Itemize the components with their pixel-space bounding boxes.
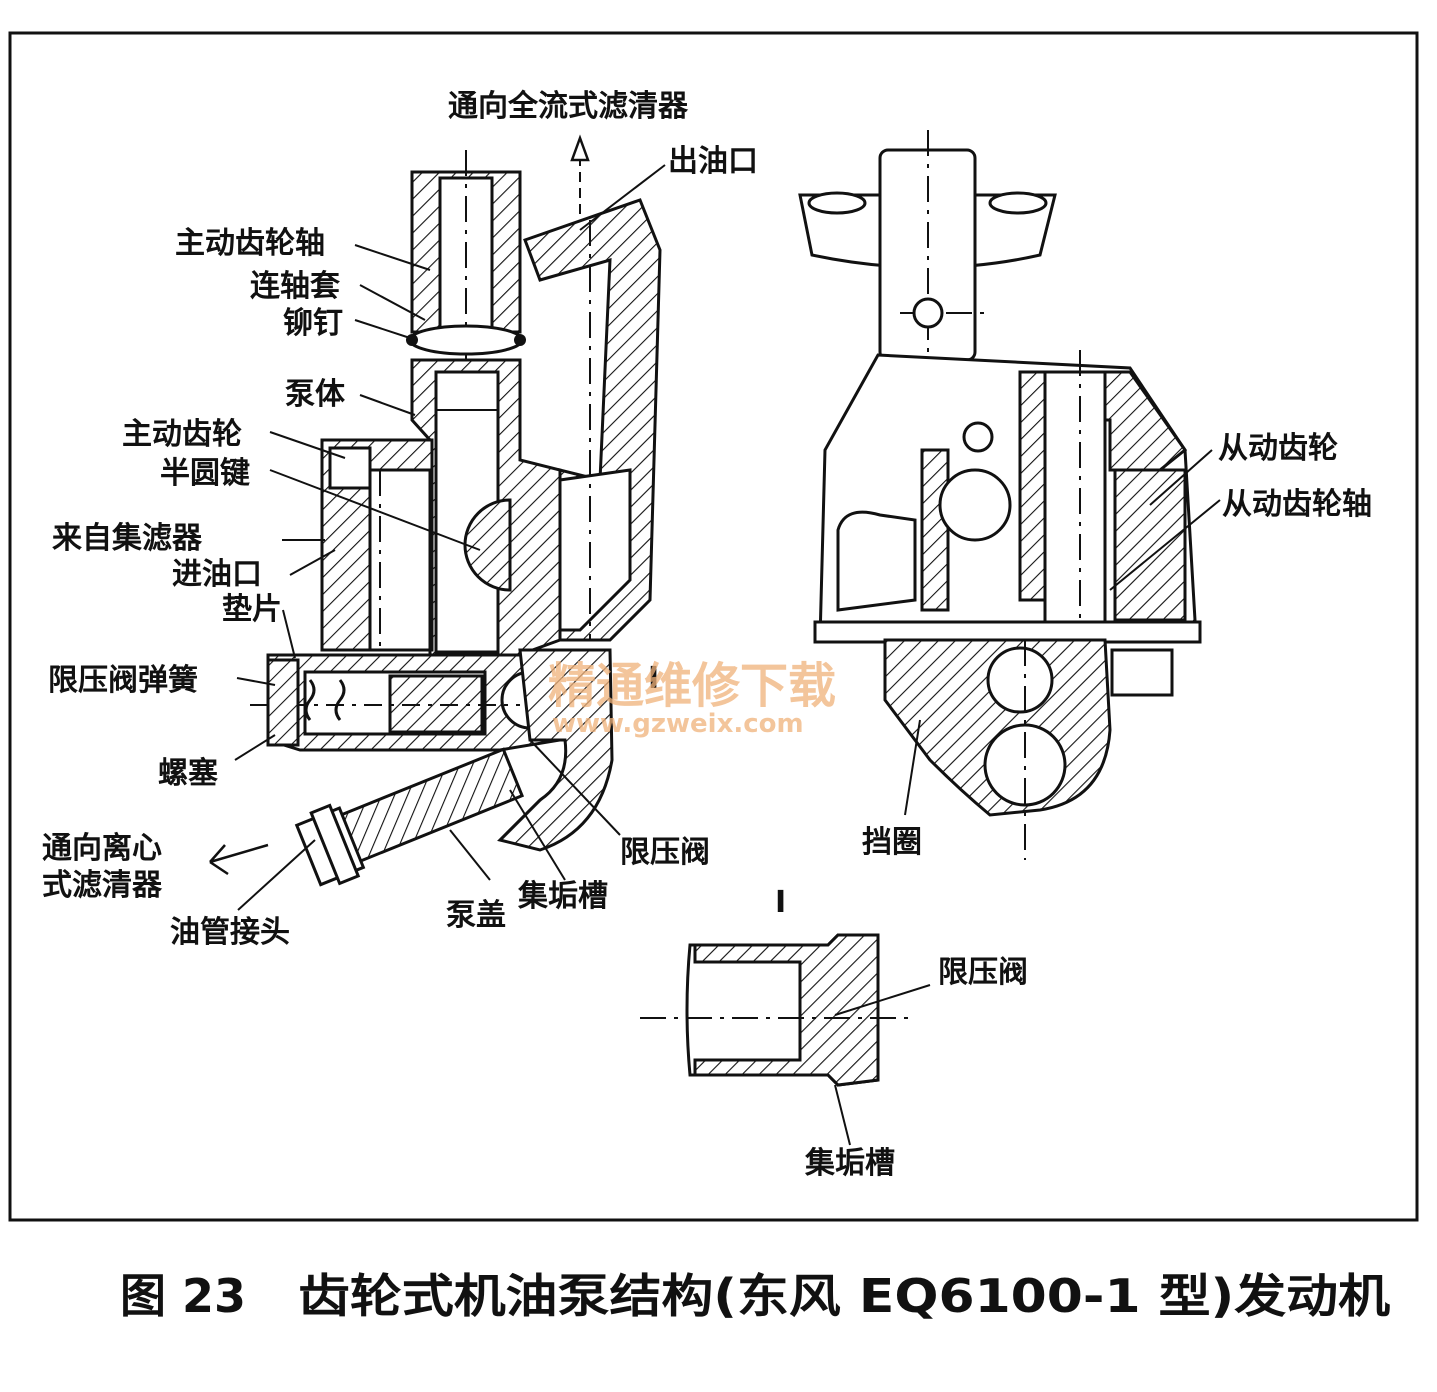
label-section-mark: I <box>648 661 659 696</box>
watermark-title: 精通维修下载 <box>548 658 836 714</box>
label-relief-spring: 限压阀弹簧 <box>48 663 198 698</box>
right-section-view <box>798 130 1202 860</box>
caption-number: 图 23 <box>120 1269 246 1323</box>
label-drive-gear-shaft: 主动齿轮轴 <box>175 226 325 261</box>
watermark: 精通维修下载 www.gzweix.com <box>548 658 836 739</box>
label-relief-valve: 限压阀 <box>620 835 710 870</box>
label-pump-body: 泵体 <box>285 377 346 412</box>
label-detail-mark: I <box>775 885 786 920</box>
label-outlet: 出油口 <box>668 144 758 179</box>
label-detail-relief-valve: 限压阀 <box>938 955 1028 990</box>
label-driven-gear: 从动齿轮 <box>1218 431 1338 466</box>
leader-lines <box>234 164 1221 1146</box>
label-drive-gear: 主动齿轮 <box>122 417 242 452</box>
figure-caption: 图 23 齿轮式机油泵结构(东风 EQ6100-1 型)发动机 <box>120 1269 1390 1323</box>
left-section-view <box>209 134 662 887</box>
label-detail-dirt-groove: 集垢槽 <box>804 1146 895 1181</box>
label-dirt-groove: 集垢槽 <box>517 879 608 914</box>
label-to-centrifugal-1: 通向离心 <box>42 831 162 866</box>
label-to-full-flow-filter: 通向全流式滤清器 <box>448 89 689 124</box>
label-pipe-fitting: 油管接头 <box>170 915 290 950</box>
label-retaining-ring: 挡圈 <box>862 825 922 860</box>
caption-title: 齿轮式机油泵结构(东风 EQ6100-1 型)发动机 <box>298 1269 1390 1323</box>
detail-view-I <box>640 933 915 1087</box>
watermark-url: www.gzweix.com <box>552 709 804 739</box>
label-pump-cover: 泵盖 <box>446 898 506 933</box>
label-plug: 螺塞 <box>158 756 218 791</box>
label-coupling-sleeve: 连轴套 <box>250 269 340 304</box>
label-woodruff-key: 半圆键 <box>160 456 250 491</box>
label-to-centrifugal-2: 式滤清器 <box>42 868 163 903</box>
label-inlet: 进油口 <box>172 557 262 592</box>
label-from-strainer: 来自集滤器 <box>52 521 203 556</box>
figure-frame <box>8 31 1419 1222</box>
label-driven-gear-shaft: 从动齿轮轴 <box>1222 487 1372 522</box>
callout-labels: 通向全流式滤清器 出油口 主动齿轮轴 连轴套 铆钉 泵体 主动齿轮 半圆键 来自… <box>42 89 1372 1181</box>
label-rivet: 铆钉 <box>283 306 343 341</box>
label-gasket: 垫片 <box>222 592 282 627</box>
